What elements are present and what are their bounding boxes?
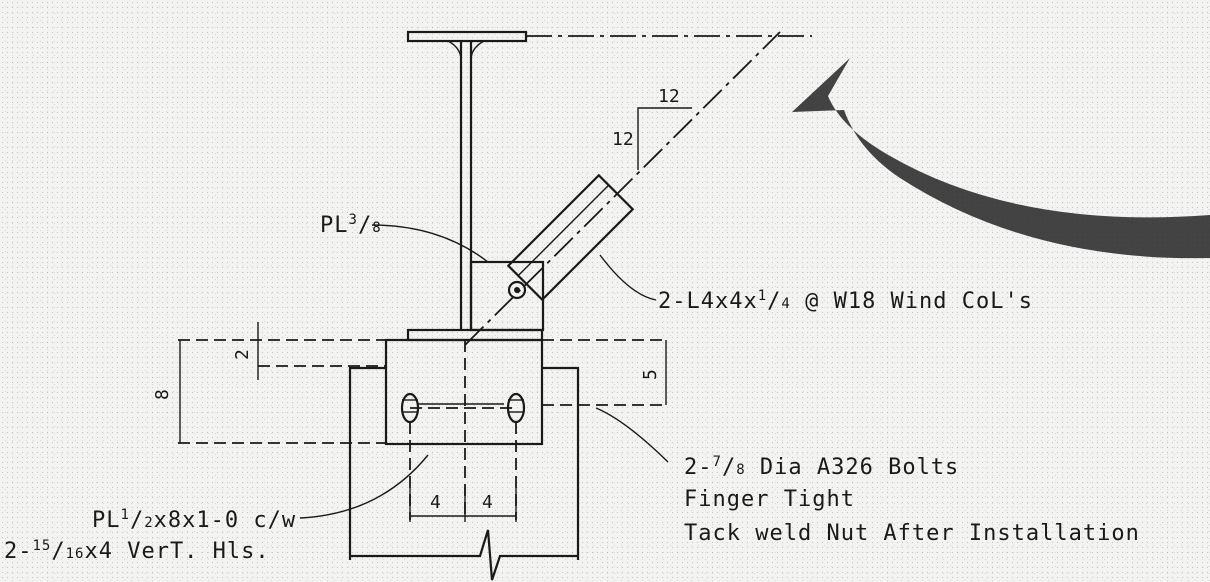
splice-plate bbox=[384, 338, 544, 446]
holes-label: 2-15/16x4 VerT. Hls. bbox=[4, 538, 270, 564]
leader-gusset bbox=[371, 224, 489, 263]
slope-vertical-text: 12 bbox=[612, 129, 634, 150]
angles-label: 2-L4x4x1/4 @ W18 Wind CoL's bbox=[658, 288, 1033, 314]
beam-top-flange bbox=[406, 30, 528, 43]
dim-5-text: 5 bbox=[640, 369, 661, 380]
leader-bolts bbox=[595, 407, 669, 463]
finger-tight-label: Finger Tight bbox=[684, 487, 855, 512]
bolts-label: 2-7/8 Dia A326 Bolts bbox=[684, 454, 959, 480]
brace-bolt-center bbox=[514, 287, 520, 293]
gusset-plate bbox=[469, 260, 545, 332]
beam-fillets bbox=[447, 40, 485, 61]
slope-horizontal-text: 12 bbox=[658, 86, 680, 107]
tack-weld-label: Tack weld Nut After Installation bbox=[684, 521, 1140, 546]
leader-plate bbox=[299, 454, 429, 519]
gusset-plate-label: PL3/8 bbox=[320, 212, 382, 238]
column-right bbox=[542, 366, 580, 560]
dim-4b-text: 4 bbox=[482, 492, 493, 513]
slope-triangle bbox=[637, 107, 692, 170]
column-break-line bbox=[350, 529, 578, 581]
leader-angles bbox=[599, 254, 657, 301]
dim-4a-text: 4 bbox=[430, 492, 441, 513]
brace-bolt bbox=[507, 280, 527, 300]
dim-8-text: 8 bbox=[152, 389, 173, 400]
callout-arrow bbox=[792, 58, 1210, 259]
column-left bbox=[348, 366, 386, 560]
dim-2-text: 2 bbox=[232, 349, 253, 360]
plate-label: PL1/2x8x1-0 c/w bbox=[92, 507, 296, 533]
brace-angles bbox=[506, 173, 635, 302]
